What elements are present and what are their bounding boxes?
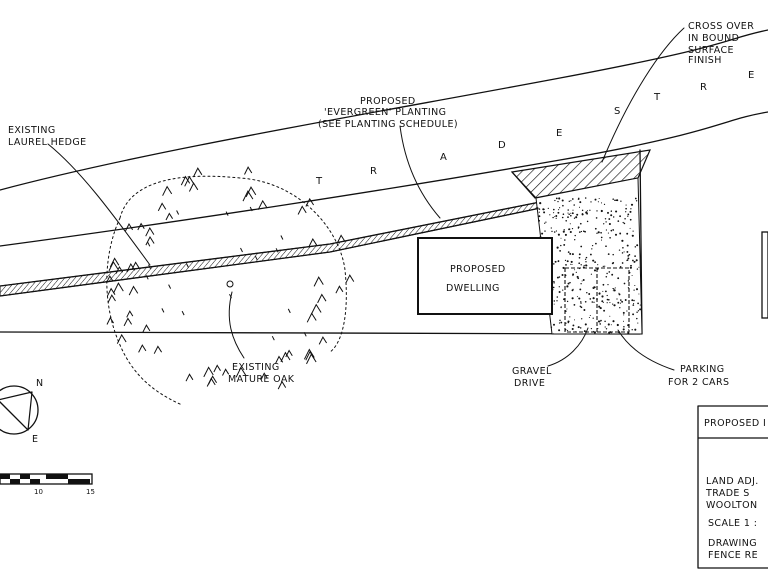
title-block-scale: SCALE 1 : (708, 518, 757, 529)
planting-label-line-1: PROPOSED (360, 96, 416, 107)
planting-label-line-2: 'EVERGREEN' PLANTING (324, 107, 446, 118)
crossover-label-line-2: IN BOUND (688, 33, 739, 44)
hedge-label-line-2: LAUREL HEDGE (8, 137, 87, 148)
crossover-label-line-1: CROSS OVER (688, 21, 754, 32)
existing-oak-canopy (106, 166, 355, 406)
street-letter: S (614, 106, 620, 117)
label-proposed-planting: PROPOSED 'EVERGREEN' PLANTING (SEE PLANT… (318, 96, 458, 130)
street-letter: A (440, 152, 447, 163)
title-block-drawing-1: DRAWING (708, 538, 757, 549)
street-letter: T (315, 176, 323, 187)
street-letter: D (498, 140, 506, 151)
title-block-title: PROPOSED I (704, 418, 766, 429)
street-letter: E (556, 128, 562, 139)
title-block-address-2: TRADE S (705, 488, 750, 499)
scale-bar: 10 15 (0, 473, 95, 496)
scale-label-15: 15 (86, 488, 95, 496)
label-cross-over: CROSS OVER IN BOUND SURFACE FINISH (688, 21, 754, 66)
label-existing-oak: EXISTING MATURE OAK (228, 362, 295, 385)
title-block-address-1: LAND ADJ. (706, 476, 759, 487)
label-existing-hedge: EXISTING LAUREL HEDGE (8, 125, 87, 148)
street-letter: R (700, 82, 707, 93)
oak-label-line-2: MATURE OAK (228, 374, 295, 385)
north-point: N E (0, 378, 44, 445)
gravel-label-line-1: GRAVEL (512, 366, 552, 377)
parking-bays (564, 267, 630, 333)
street-letter: T (653, 92, 661, 103)
proposed-dwelling: PROPOSED DWELLING (417, 237, 553, 315)
right-edge-feature (761, 231, 768, 319)
title-block-drawing-2: FENCE RE (708, 550, 758, 561)
label-parking: PARKING FOR 2 CARS (668, 364, 729, 388)
label-gravel-drive: GRAVEL DRIVE (512, 366, 552, 389)
north-label: N (36, 378, 44, 389)
planting-label-line-3: (SEE PLANTING SCHEDULE) (318, 119, 458, 130)
leader-lines (47, 27, 685, 371)
dwelling-label-line-1: PROPOSED (450, 264, 506, 275)
road (0, 29, 768, 247)
parking-label-line-2: FOR 2 CARS (668, 377, 729, 388)
title-block-address-3: WOOLTON (706, 500, 758, 511)
crossover-label-line-3: SURFACE (688, 45, 734, 56)
hedge-label-line-1: EXISTING (8, 125, 56, 136)
street-name: T R A D E S T R E (315, 70, 754, 187)
crossover-label-line-4: FINISH (688, 55, 722, 66)
street-letter: R (370, 166, 377, 177)
east-label: E (32, 434, 38, 445)
oak-label-line-1: EXISTING (232, 362, 280, 373)
street-letter: E (748, 70, 754, 81)
gravel-label-line-2: DRIVE (514, 378, 545, 389)
scale-label-10: 10 (34, 488, 43, 496)
title-block: PROPOSED I LAND ADJ. TRADE S WOOLTON SCA… (697, 405, 768, 569)
dwelling-label-line-2: DWELLING (446, 283, 500, 294)
parking-label-line-1: PARKING (680, 364, 725, 375)
